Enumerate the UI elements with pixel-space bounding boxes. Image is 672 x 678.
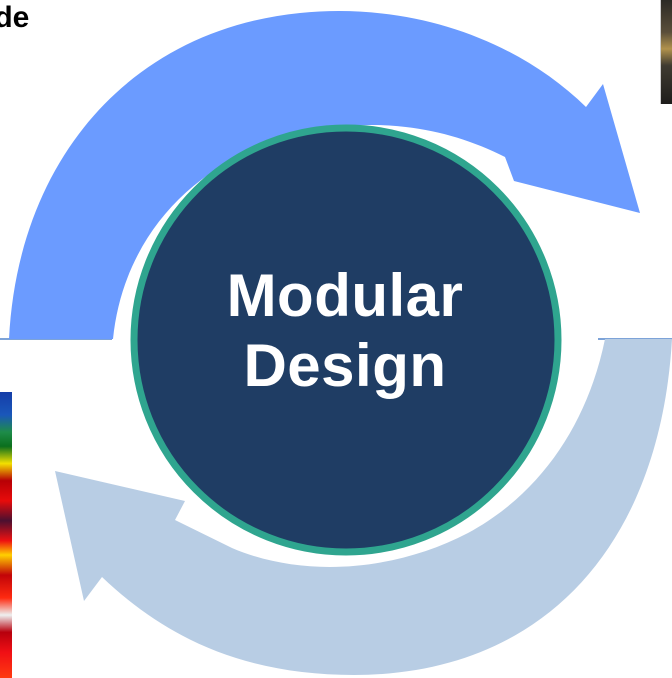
modular-design-circle [130, 124, 562, 556]
center-title-line-1: Modular [226, 261, 464, 329]
center-title: Modular Design [180, 236, 510, 426]
center-title-line-2: Design [243, 332, 447, 399]
bottom-cycle-arrow [55, 339, 672, 675]
top-right-photo [660, 0, 672, 104]
top-cycle-arrow [9, 11, 640, 339]
top-left-heading-fragment: rade [0, 1, 30, 34]
bottom-left-photo [0, 392, 12, 678]
